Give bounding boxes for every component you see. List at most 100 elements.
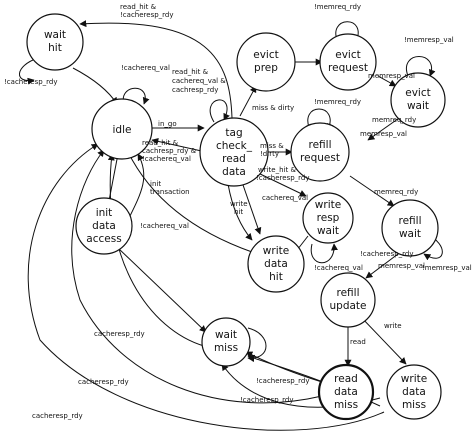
edge-refill-wait-to-update bbox=[365, 253, 399, 279]
label-memresp-val-wait: !memresp_val bbox=[422, 264, 472, 272]
state-refill-request: refill request bbox=[290, 122, 350, 182]
label-cachereq-val-resp: cachereq_val bbox=[262, 194, 308, 202]
edge-tag-to-write-data-hit bbox=[241, 181, 262, 235]
label-in-go: in_go bbox=[158, 120, 177, 128]
label-write-hit-resp-2: !cacheresp_rdy bbox=[256, 174, 310, 182]
state-write-data-miss: write data miss bbox=[386, 364, 442, 420]
label-read-hit-idle-2: cachresp_rdy & bbox=[142, 147, 197, 155]
state-write-data-miss-line-1: write bbox=[401, 373, 427, 385]
label-write-hit-1: write bbox=[230, 200, 248, 208]
edge-wait-miss-to-idle bbox=[107, 153, 205, 347]
edge-wait-miss-self bbox=[247, 327, 267, 363]
state-read-data-miss-line-1: read bbox=[334, 373, 358, 385]
state-evict-request-line-1: evict bbox=[335, 49, 360, 61]
state-wait-miss-line-1: wait bbox=[215, 329, 237, 341]
state-evict-prep-line-1: evict bbox=[253, 49, 278, 61]
label-read: read bbox=[350, 338, 366, 346]
edge-evict-request-to-wait bbox=[377, 75, 397, 87]
label-memreq-rdy-refill: !memreq_rdy bbox=[314, 98, 361, 106]
label-init-transaction-1: init bbox=[150, 180, 161, 188]
label-read-hit-combo-1: read_hit & bbox=[172, 68, 209, 76]
label-cacheresp-rdy-miss-left: cacheresp_rdy bbox=[94, 330, 145, 338]
edge-write-data-hit-to-idle bbox=[127, 151, 253, 253]
state-write-data-miss-line-3: miss bbox=[402, 399, 426, 411]
state-init-data-access: init data access bbox=[75, 197, 133, 255]
state-write-data-hit: write data hit bbox=[247, 235, 305, 293]
state-evict-prep-line-2: prep bbox=[254, 62, 278, 74]
state-refill-update-line-2: update bbox=[330, 300, 367, 312]
state-tag-check-read-data: tag check_ read data bbox=[199, 117, 269, 187]
label-cacheresp-rdy-bottom: cacheresp_rdy bbox=[78, 378, 129, 386]
label-memresp-val-evict: memresp_val bbox=[368, 72, 415, 80]
label-read-hit-idle-3: !cachereq_val bbox=[142, 155, 191, 163]
edge-write-miss-to-idle bbox=[27, 143, 385, 431]
label-memresp-val-refill: memresp_val bbox=[360, 130, 407, 138]
state-idle-line-1: idle bbox=[113, 124, 132, 136]
state-tag-check-line-2: check_ bbox=[216, 140, 253, 152]
state-write-resp-wait: write resp wait bbox=[302, 192, 354, 244]
state-init-data-access-line-2: data bbox=[92, 220, 116, 232]
edge-idle-to-init bbox=[105, 153, 119, 207]
edge-write-resp-self bbox=[310, 243, 338, 264]
state-idle: idle bbox=[91, 98, 153, 160]
state-read-data-miss: read data miss bbox=[317, 363, 375, 421]
edge-evict-wait-self bbox=[405, 56, 436, 77]
label-write-hit-resp-1: write_hit & bbox=[258, 166, 296, 174]
label-cacheresp-rdy-write: !cacheresp_rdy bbox=[360, 250, 414, 258]
edge-tag-to-evict-prep bbox=[239, 85, 257, 117]
edge-tag-to-idle bbox=[151, 137, 207, 153]
label-cacheresp-rdy-left: cacheresp_rdy bbox=[32, 412, 83, 420]
state-init-data-access-line-1: init bbox=[96, 207, 113, 219]
state-evict-wait-line-2: wait bbox=[407, 100, 429, 112]
state-write-data-miss-line-2: data bbox=[402, 386, 426, 398]
state-evict-request-line-2: request bbox=[328, 62, 368, 74]
edge-refill-update-to-write bbox=[359, 315, 407, 365]
state-wait-hit-line-1: wait bbox=[44, 29, 66, 41]
state-evict-request: evict request bbox=[319, 33, 377, 91]
state-write-resp-wait-line-2: resp bbox=[317, 212, 340, 224]
label-read-hit-combo-3: cachresp_rdy bbox=[172, 86, 218, 94]
state-refill-request-line-2: request bbox=[300, 152, 340, 164]
state-refill-wait: refill wait bbox=[381, 199, 439, 257]
label-wait-hit-loop: !cacheresp_rdy bbox=[4, 78, 58, 86]
state-read-data-miss-line-3: miss bbox=[334, 399, 358, 411]
label-write: write bbox=[384, 322, 402, 330]
edge-tag-to-write-data-hit-2 bbox=[227, 183, 253, 241]
label-read-hit-combo-2: cachereq_val & bbox=[172, 77, 226, 85]
label-miss-dirty-refill-2: !dirty bbox=[260, 150, 279, 158]
state-refill-update-line-1: refill bbox=[337, 287, 360, 299]
edge-init-to-wait-miss bbox=[117, 247, 207, 333]
state-refill-request-line-1: refill bbox=[309, 139, 332, 151]
label-write-hit-2: hit bbox=[234, 208, 243, 216]
state-write-data-hit-line-2: data bbox=[264, 258, 288, 270]
state-write-data-hit-line-1: write bbox=[263, 245, 289, 257]
state-write-resp-wait-line-1: write bbox=[315, 199, 341, 211]
edge-read-miss-to-idle bbox=[71, 149, 323, 404]
state-tag-check-line-4: data bbox=[222, 166, 246, 178]
label-cachereq-val-write: !cachereq_val bbox=[314, 264, 363, 272]
edge-tag-self bbox=[209, 99, 230, 123]
state-tag-check-line-1: tag bbox=[225, 127, 242, 139]
edge-refill-request-to-wait bbox=[349, 175, 395, 207]
state-init-data-access-line-3: access bbox=[86, 233, 121, 245]
edge-tag-to-wait-hit bbox=[79, 20, 233, 119]
state-refill-wait-line-2: wait bbox=[399, 228, 421, 240]
label-miss-dirty-prep: miss & dirty bbox=[252, 104, 294, 112]
label-memreq-rdy-refill-wait: memreq_rdy bbox=[374, 188, 418, 196]
state-evict-prep: evict prep bbox=[236, 32, 296, 92]
label-cacheresp-rdy-miss-bot: !cacheresp_rdy bbox=[240, 396, 294, 404]
label-init-transaction-2: transaction bbox=[150, 188, 190, 196]
label-cachereq-val-loop: !cachereq_val bbox=[140, 222, 189, 230]
state-evict-wait-line-1: evict bbox=[405, 87, 430, 99]
state-read-data-miss-line-2: data bbox=[334, 386, 358, 398]
edge-evict-request-self bbox=[335, 21, 362, 43]
state-refill-update: refill update bbox=[320, 272, 376, 328]
edge-tag-to-write-resp bbox=[255, 171, 307, 197]
label-read-hit-top-2: !cacheresp_rdy bbox=[120, 11, 174, 19]
state-evict-wait: evict wait bbox=[390, 72, 446, 128]
label-read-hit-idle-1: read_hit & bbox=[142, 139, 179, 147]
edge-evict-wait-to-refill bbox=[367, 115, 403, 141]
edge-init-to-idle bbox=[127, 153, 145, 221]
label-cacheresp-rdy-miss-mid: !cacheresp_rdy bbox=[256, 377, 310, 385]
